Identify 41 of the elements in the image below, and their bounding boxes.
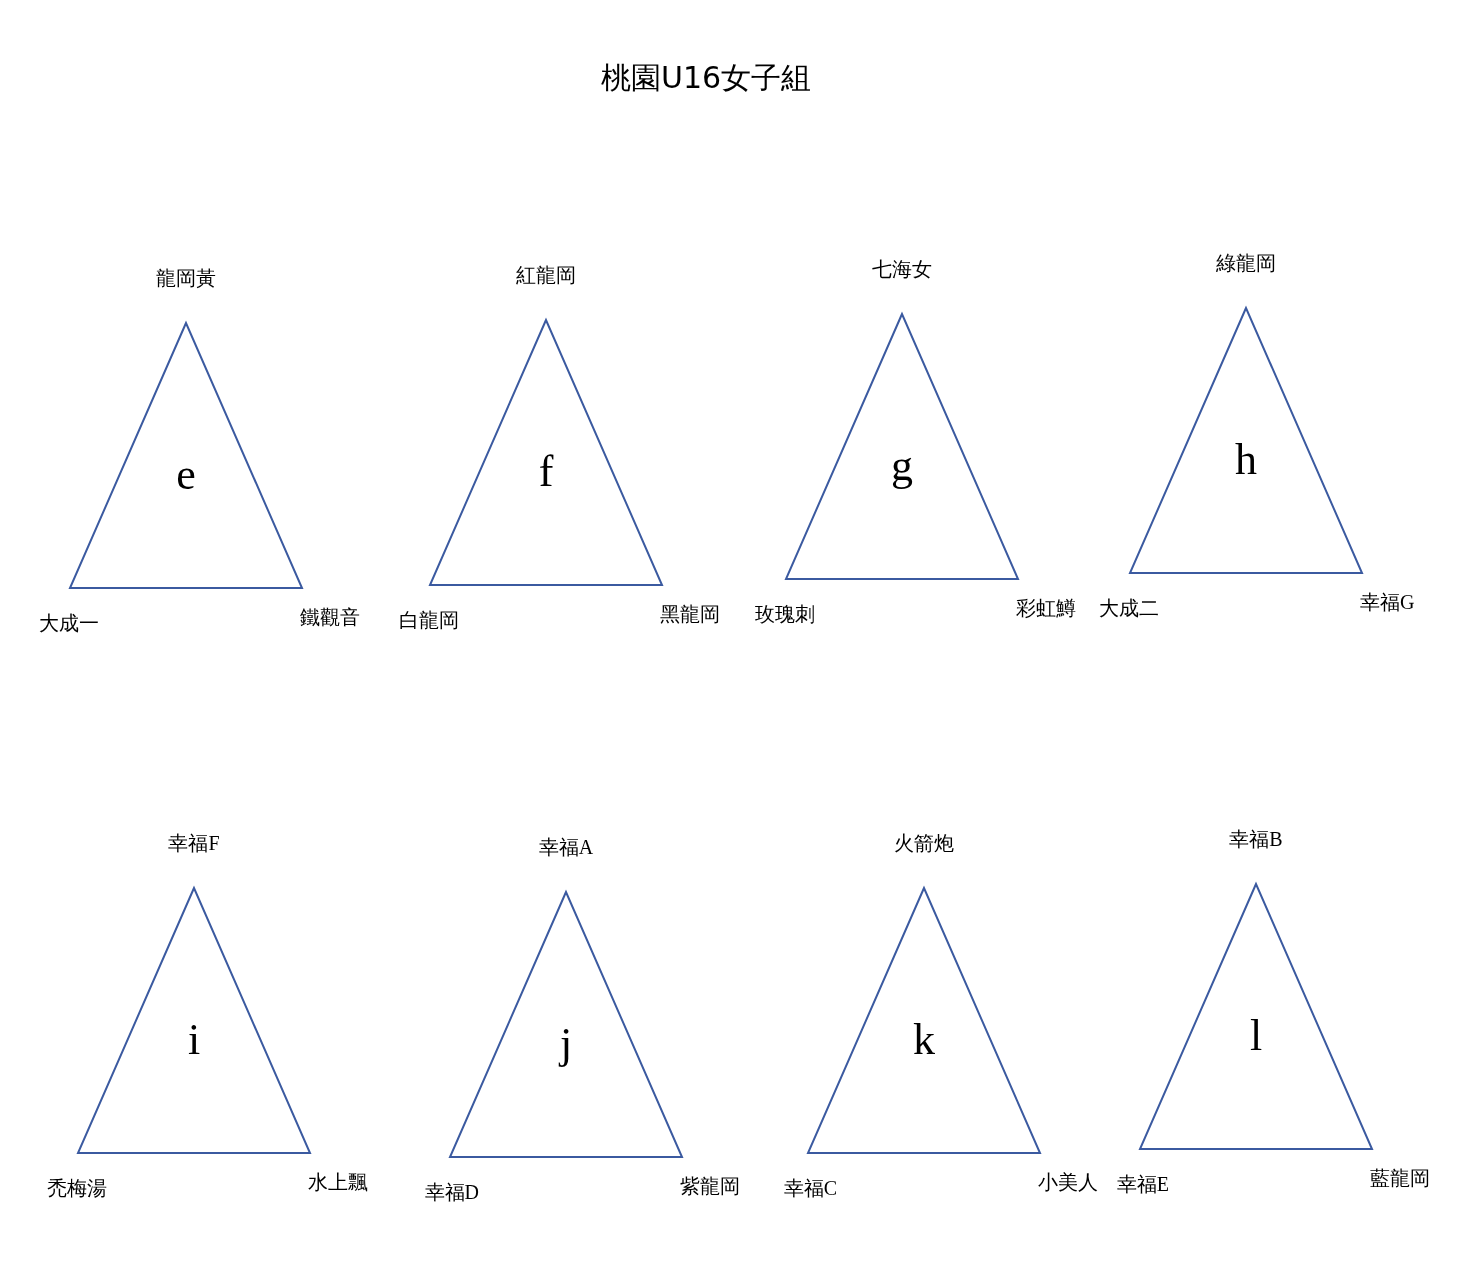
team-name: 玫瑰刺 (755, 602, 815, 626)
triangle-node (807, 887, 1041, 1154)
group-letter: g (891, 441, 913, 491)
team-name: 藍龍岡 (1370, 1166, 1430, 1190)
group-letter: e (176, 450, 196, 500)
triangle-node (449, 891, 683, 1158)
team-name: 水上飄 (308, 1170, 368, 1194)
team-name: 幸福G (1360, 590, 1415, 614)
team-name: 小美人 (1038, 1170, 1098, 1194)
team-name: 幸福C (783, 1176, 837, 1200)
team-name: 大成二 (1099, 596, 1159, 620)
diagram-title: 桃園U16女子組 (599, 59, 813, 97)
group-letter: i (187, 1015, 201, 1065)
triangle-node (77, 887, 311, 1154)
triangle-node (785, 313, 1019, 580)
group-letter: l (1249, 1011, 1263, 1061)
group-letter: k (913, 1015, 935, 1065)
team-name: 幸福E (1116, 1172, 1169, 1196)
triangle-node (1129, 307, 1363, 574)
triangle-node (69, 322, 303, 589)
group-letter: h (1235, 435, 1257, 485)
team-name: 幸福D (424, 1180, 479, 1204)
team-name: 黑龍岡 (660, 602, 720, 626)
team-name: 白龍岡 (399, 608, 459, 632)
triangle-node (429, 319, 663, 586)
triangle-node (1139, 883, 1373, 1150)
team-name: 幸福B (1228, 827, 1284, 851)
team-name: 鐵觀音 (300, 605, 360, 629)
team-name: 紫龍岡 (680, 1174, 740, 1198)
group-letter: f (538, 447, 554, 497)
team-name: 幸福A (537, 835, 595, 859)
team-name: 彩虹鱒 (1016, 596, 1076, 620)
team-name: 禿梅湯 (47, 1176, 107, 1200)
team-name: 火箭炮 (893, 831, 955, 855)
team-name: 幸福F (167, 831, 221, 855)
team-name: 紅龍岡 (515, 263, 577, 287)
team-name: 大成一 (39, 611, 99, 635)
team-name: 七海女 (871, 257, 933, 281)
group-letter: j (559, 1019, 573, 1069)
team-name: 綠龍岡 (1215, 251, 1277, 275)
team-name: 龍岡黃 (155, 266, 217, 290)
